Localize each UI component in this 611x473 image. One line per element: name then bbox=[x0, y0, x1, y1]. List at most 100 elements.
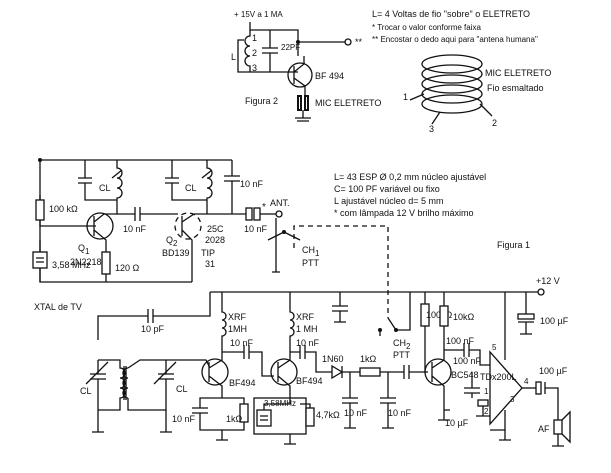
ch1-label: CH1 bbox=[302, 245, 320, 258]
note-line-1: L= 4 Voltas de fio "sobre" o ELETRETO bbox=[372, 9, 530, 19]
ptt1-label: PTT bbox=[302, 258, 320, 268]
supply-label: +12 V bbox=[536, 276, 560, 286]
oscillator-stage: 100 kΩ 3,58 MHz CL Q1 2N2218 120 Ω XTAL … bbox=[32, 158, 389, 318]
bf494-1-label: BF494 bbox=[229, 378, 256, 388]
amplifier-tda bbox=[489, 350, 523, 426]
c10nf-ant-label: 10 nF bbox=[244, 224, 268, 234]
fig2-pin-2: 2 bbox=[252, 48, 257, 58]
r120-label: 120 Ω bbox=[115, 263, 140, 273]
coil-terminal-1: 1 bbox=[403, 92, 408, 102]
crystal2-label: 3,58MHz bbox=[264, 399, 296, 408]
transistor-q2 bbox=[174, 212, 202, 240]
resistor-120 bbox=[101, 251, 111, 275]
tda-pin-5: 5 bbox=[492, 343, 497, 352]
bc548-label: BC548 bbox=[451, 370, 479, 380]
tda-pin-3: 3 bbox=[510, 395, 515, 404]
resistor-4k7 bbox=[305, 407, 315, 427]
coil-terminal-2: 2 bbox=[492, 118, 497, 128]
ptt-link-dashed bbox=[293, 225, 389, 318]
q1-label: Q1 bbox=[78, 243, 90, 256]
q2-alt-num-label: 2028 bbox=[205, 235, 225, 245]
tank-coil-2 bbox=[206, 160, 213, 214]
fig2-transistor-label: BF 494 bbox=[315, 71, 344, 81]
cl2-label: CL bbox=[185, 183, 197, 193]
figure2-circuit: + 15V a 1 MA 1 2 3 L 22PF ** BF 494 MIC … bbox=[231, 10, 381, 122]
modulator-stage: +12 V 10 pF CL CL XRF 1MH BF494 10 nF 10… bbox=[80, 276, 571, 447]
c10nf-coupling-label: 10 nF bbox=[123, 224, 147, 234]
spec-line-3: L ajustável núcleo d= 5 mm bbox=[334, 196, 443, 206]
tda-pin-1: 1 bbox=[484, 387, 489, 396]
q2-label: Q2 bbox=[166, 235, 178, 248]
ch2-label: CH2 bbox=[393, 338, 411, 351]
lamp-load bbox=[245, 207, 253, 221]
r1k-b-label: 1kΩ bbox=[360, 354, 377, 364]
q2-part-label: BD139 bbox=[162, 248, 190, 258]
fig2-output-terminal bbox=[344, 38, 352, 46]
antenna-terminal bbox=[275, 210, 283, 218]
resistor-100k bbox=[35, 199, 45, 221]
coil-wire-label: Fio esmaltado bbox=[487, 83, 544, 93]
transistor-bf494-1 bbox=[201, 358, 229, 386]
c100uf-b-label: 100 µF bbox=[539, 366, 568, 376]
tip-label: TIP bbox=[201, 248, 215, 258]
tip-num-label: 31 bbox=[205, 259, 215, 269]
crystal-3-58mhz-b bbox=[256, 409, 272, 427]
antenna-label: ANT. bbox=[270, 198, 290, 208]
c10nf-e-label: 10 nF bbox=[388, 408, 412, 418]
xrf1-label: XRF bbox=[228, 312, 247, 322]
c100uf-label: 100 µF bbox=[540, 316, 569, 326]
coil-terminal-3: 3 bbox=[429, 124, 434, 134]
crystal-label: 3,58 MHz bbox=[52, 260, 91, 270]
tda-label: TDx200L bbox=[480, 372, 517, 382]
fig2-coil-label: L bbox=[231, 52, 236, 62]
crystal-3-58mhz bbox=[32, 251, 48, 269]
diode-1n60 bbox=[324, 364, 360, 380]
c100nf-label: 100 nF bbox=[446, 336, 475, 346]
note-line-3: ** Encostar o dedo aqui para "antena hum… bbox=[372, 35, 538, 44]
transistor-q1 bbox=[86, 212, 114, 240]
tank-coil-1 bbox=[116, 160, 123, 210]
c10uf-label: 10 µF bbox=[445, 418, 469, 428]
r1k-label: 1kΩ bbox=[226, 414, 243, 424]
cl4-label: CL bbox=[176, 384, 188, 394]
figure1-title: Figura 1 bbox=[497, 240, 530, 250]
note-line-2: * Trocar o valor conforme faixa bbox=[372, 23, 481, 32]
spec-line-1: L= 43 ESP Ø 0,2 mm núcleo ajustável bbox=[334, 172, 486, 182]
tda-pin-2: 2 bbox=[484, 407, 489, 416]
r10k-label: 10kΩ bbox=[453, 312, 475, 322]
r47k-label: 4,7kΩ bbox=[316, 410, 340, 420]
spec-line-2: C= 100 PF variável ou fixo bbox=[334, 184, 440, 194]
supply-terminal bbox=[537, 288, 545, 296]
resistor-10k bbox=[439, 305, 449, 327]
coil-drawing: MIC ELETRETO Fio esmaltado 1 2 3 bbox=[403, 54, 551, 134]
fig2-transistor bbox=[287, 62, 313, 88]
xrf2-label: XRF bbox=[296, 312, 315, 322]
fig2-cap-label: 22PF bbox=[281, 43, 300, 52]
c10nf-emitter-label: 10 nF bbox=[172, 414, 196, 424]
cl3-label: CL bbox=[80, 386, 92, 396]
spec-line-4: * com lâmpada 12 V brilho máximo bbox=[334, 208, 474, 218]
fig2-output-mark: ** bbox=[355, 37, 363, 47]
ptt2-label: PTT bbox=[393, 350, 411, 360]
tda-pin-4: 4 bbox=[524, 377, 529, 386]
figure2-title: Figura 2 bbox=[245, 96, 278, 106]
fig2-supply-label: + 15V a 1 MA bbox=[234, 10, 283, 19]
star-mark: * bbox=[262, 202, 266, 213]
fig2-coil bbox=[244, 30, 251, 72]
q2-alt-part-label: 25C bbox=[207, 224, 224, 234]
fig2-mic-label: MIC ELETRETO bbox=[315, 98, 381, 108]
xrf1-value-label: 1MH bbox=[228, 324, 247, 334]
fig2-notes: L= 4 Voltas de fio "sobre" o ELETRETO * … bbox=[372, 9, 538, 44]
fig2-pin-1: 1 bbox=[252, 33, 257, 43]
coil-mic-label: MIC ELETRETO bbox=[485, 68, 551, 78]
c10nf-inter-label: 10 nF bbox=[230, 338, 254, 348]
resistor-1k-b bbox=[359, 367, 381, 377]
transistor-bf494-2 bbox=[270, 358, 298, 386]
cl1-label: CL bbox=[99, 183, 111, 193]
r100k-label: 100 kΩ bbox=[49, 204, 78, 214]
c10nf-d-label: 10 nF bbox=[344, 408, 368, 418]
c10pf-label: 10 pF bbox=[141, 324, 165, 334]
diode-label: 1N60 bbox=[322, 354, 344, 364]
q1-part-label: 2N2218 bbox=[70, 257, 102, 267]
xrf2-value-label: 1 MH bbox=[296, 324, 318, 334]
